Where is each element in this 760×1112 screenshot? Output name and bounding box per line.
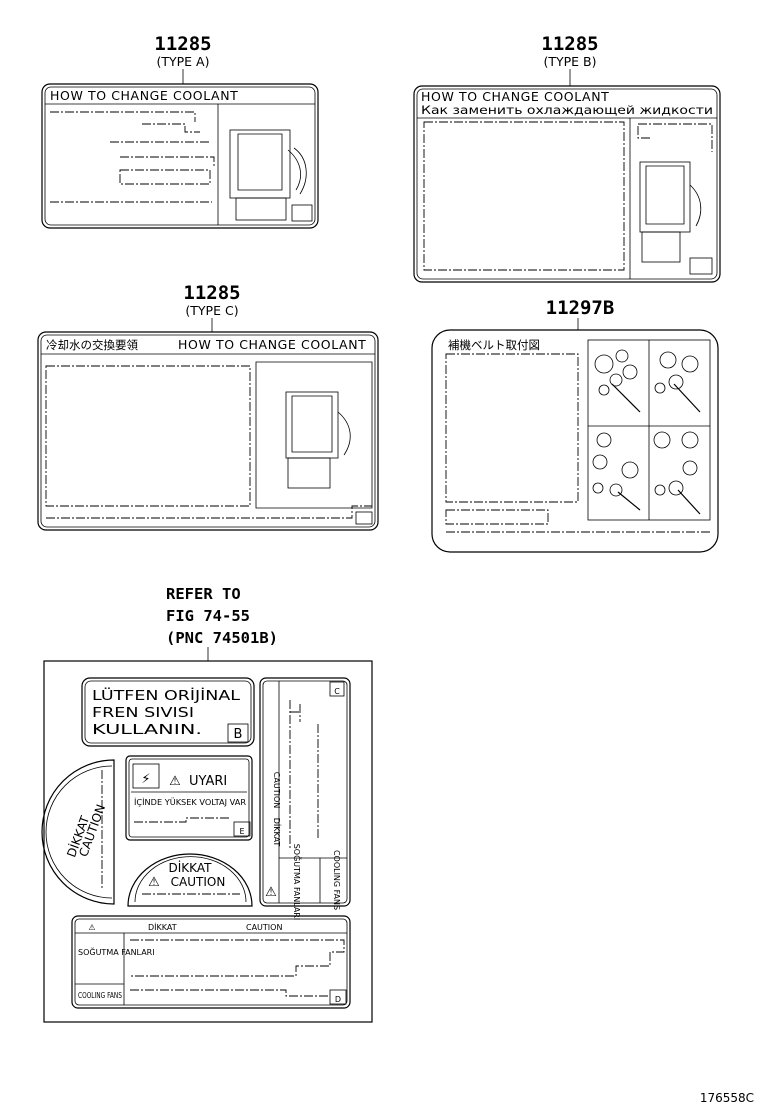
tag-box [233, 821, 251, 837]
uyari-title: UYARI [189, 774, 227, 789]
part-number-type-b: 11285 [541, 33, 598, 55]
header-type-c: HOW TO CHANGE COOLANT [178, 337, 366, 352]
label-outline [71, 915, 351, 1009]
dikkat-text: DİKKAT [169, 860, 213, 875]
reference-line-1: REFER TO [166, 585, 241, 603]
instruction-area [423, 121, 625, 271]
diagram-code: 176558C [700, 1091, 754, 1105]
label-outline [259, 677, 351, 907]
fan-vertical-tag: C [334, 687, 340, 696]
warning-triangle-icon: ⚠ [88, 923, 95, 932]
fan-caution-lines [289, 700, 319, 850]
label-outline [431, 329, 719, 553]
instruction-text-lines [46, 505, 372, 519]
reference-note: REFER TO FIG 74-55 (PNC 74501B) [166, 585, 278, 661]
illustration-panel [255, 361, 373, 509]
part-number-11297b: 11297B [546, 297, 615, 319]
belt-routing-diagram [594, 349, 641, 413]
fan-caution-lines [130, 939, 345, 997]
belt-routing-diagram [654, 351, 701, 413]
warning-triangle-icon: ⚠ [169, 774, 181, 789]
engine-illustration [639, 161, 713, 275]
variant-type-a: (TYPE A) [157, 54, 210, 69]
variant-type-c: (TYPE C) [185, 303, 238, 318]
tag-box [329, 989, 347, 1005]
label-type-c: 11285 (TYPE C) 冷却水の交換要領 HOW TO CHANGE CO… [37, 282, 379, 531]
label-inner-outline [44, 86, 316, 226]
cooling-fan-vertical-label: CAUTION DİKKAT ⚠ SOĞUTMA FANLARI COOLING… [259, 677, 351, 921]
caution-text: CAUTION [246, 923, 282, 932]
dikkat-arc-label: DİKKAT CAUTION [41, 759, 115, 905]
header-type-b: HOW TO CHANGE COOLANT [421, 89, 609, 104]
label-inner-outline [262, 680, 348, 904]
header-11297b-japanese: 補機ベルト取付図 [448, 338, 540, 352]
brake-fluid-text-1: LÜTFEN ORİJİNAL [92, 687, 241, 704]
uyari-subtitle: İÇİNDE YÜKSEK VOLTAJ VAR [134, 797, 246, 807]
uyari-label: ⚡ ⚠ UYARI İÇİNDE YÜKSEK VOLTAJ VAR E [125, 755, 253, 841]
warning-triangle-icon: ⚠ [265, 885, 277, 900]
belt-routing-diagram [653, 431, 701, 515]
instruction-text-line [445, 509, 549, 525]
label-outline [127, 853, 253, 907]
label-outline [125, 755, 253, 841]
brake-label-tag: B [234, 727, 243, 742]
uyari-text-line [134, 817, 230, 823]
label-inner-outline [416, 88, 718, 280]
label-outline [413, 85, 721, 283]
tag-box [355, 511, 373, 525]
instruction-text-lines [637, 123, 713, 152]
engine-illustration [229, 129, 313, 222]
reference-line-3: (PNC 74501B) [166, 629, 278, 647]
label-type-b: 11285 (TYPE B) HOW TO CHANGE COOLANT Как… [413, 33, 721, 283]
header-type-a: HOW TO CHANGE COOLANT [50, 88, 238, 103]
lightning-icon: ⚡ [141, 772, 150, 787]
header-type-b-russian: Как заменить охлаждающей жидкости [421, 103, 713, 117]
label-inner-outline [134, 856, 247, 903]
dikkat-small-label: DİKKAT ⚠ CAUTION [127, 853, 253, 907]
instruction-area [45, 365, 251, 507]
reference-line-2: FIG 74-55 [166, 607, 250, 625]
header-type-c-japanese: 冷却水の交換要領 [46, 338, 138, 352]
part-number-type-c: 11285 [183, 282, 240, 304]
engine-illustration [285, 391, 351, 489]
label-inner-outline [74, 918, 348, 1006]
belt-diagram-grid [587, 339, 711, 521]
label-outline [81, 677, 255, 747]
high-voltage-box [132, 763, 160, 789]
cooling-fans-english: COOLING FANS [78, 991, 122, 1000]
label-11297b: 11297B 補機ベルト取付図 [431, 297, 719, 553]
cooling-fans-english: COOLING FANS [332, 850, 341, 910]
caution-text-vertical: CAUTION [272, 772, 281, 808]
dikkat-text-vertical: DİKKAT [272, 818, 282, 847]
label-inner-outline [128, 758, 250, 838]
label-type-a: 11285 (TYPE A) HOW TO CHANGE COOLANT [41, 33, 319, 229]
label-outline [41, 759, 115, 905]
part-number-type-a: 11285 [154, 33, 211, 55]
label-inner-outline [40, 334, 376, 528]
label-inner-outline [45, 765, 113, 899]
uyari-tag: E [239, 827, 244, 836]
instruction-text-lines [50, 111, 215, 203]
fan-horizontal-tag: D [335, 995, 341, 1004]
label-outline [37, 331, 379, 531]
caution-text: CAUTION [171, 875, 226, 889]
tag-box [329, 681, 345, 697]
instruction-area [445, 353, 579, 503]
warning-triangle-icon: ⚠ [148, 875, 160, 890]
label-inner-outline [84, 680, 252, 744]
dikkat-text: DİKKAT [148, 922, 177, 932]
label-outline [41, 83, 319, 229]
label-set-frame [43, 660, 373, 1023]
variant-type-b: (TYPE B) [543, 54, 596, 69]
cooling-fans-turkish: SOĞUTMA FANLARI [78, 946, 155, 957]
brake-fluid-text-2: FREN SIVISI [92, 706, 194, 721]
brake-fluid-text-3: KULLANIN. [92, 723, 202, 738]
belt-routing-diagram [592, 432, 641, 511]
cooling-fans-turkish: SOĞUTMA FANLARI [292, 844, 303, 921]
brake-fluid-label: LÜTFEN ORİJİNAL FREN SIVISI KULLANIN. B [81, 677, 255, 747]
warning-label-set: LÜTFEN ORİJİNAL FREN SIVISI KULLANIN. B … [41, 660, 373, 1023]
tag-box [227, 723, 249, 743]
cooling-fan-horizontal-label: ⚠ DİKKAT CAUTION SOĞUTMA FANLARI COOLING… [71, 915, 351, 1009]
